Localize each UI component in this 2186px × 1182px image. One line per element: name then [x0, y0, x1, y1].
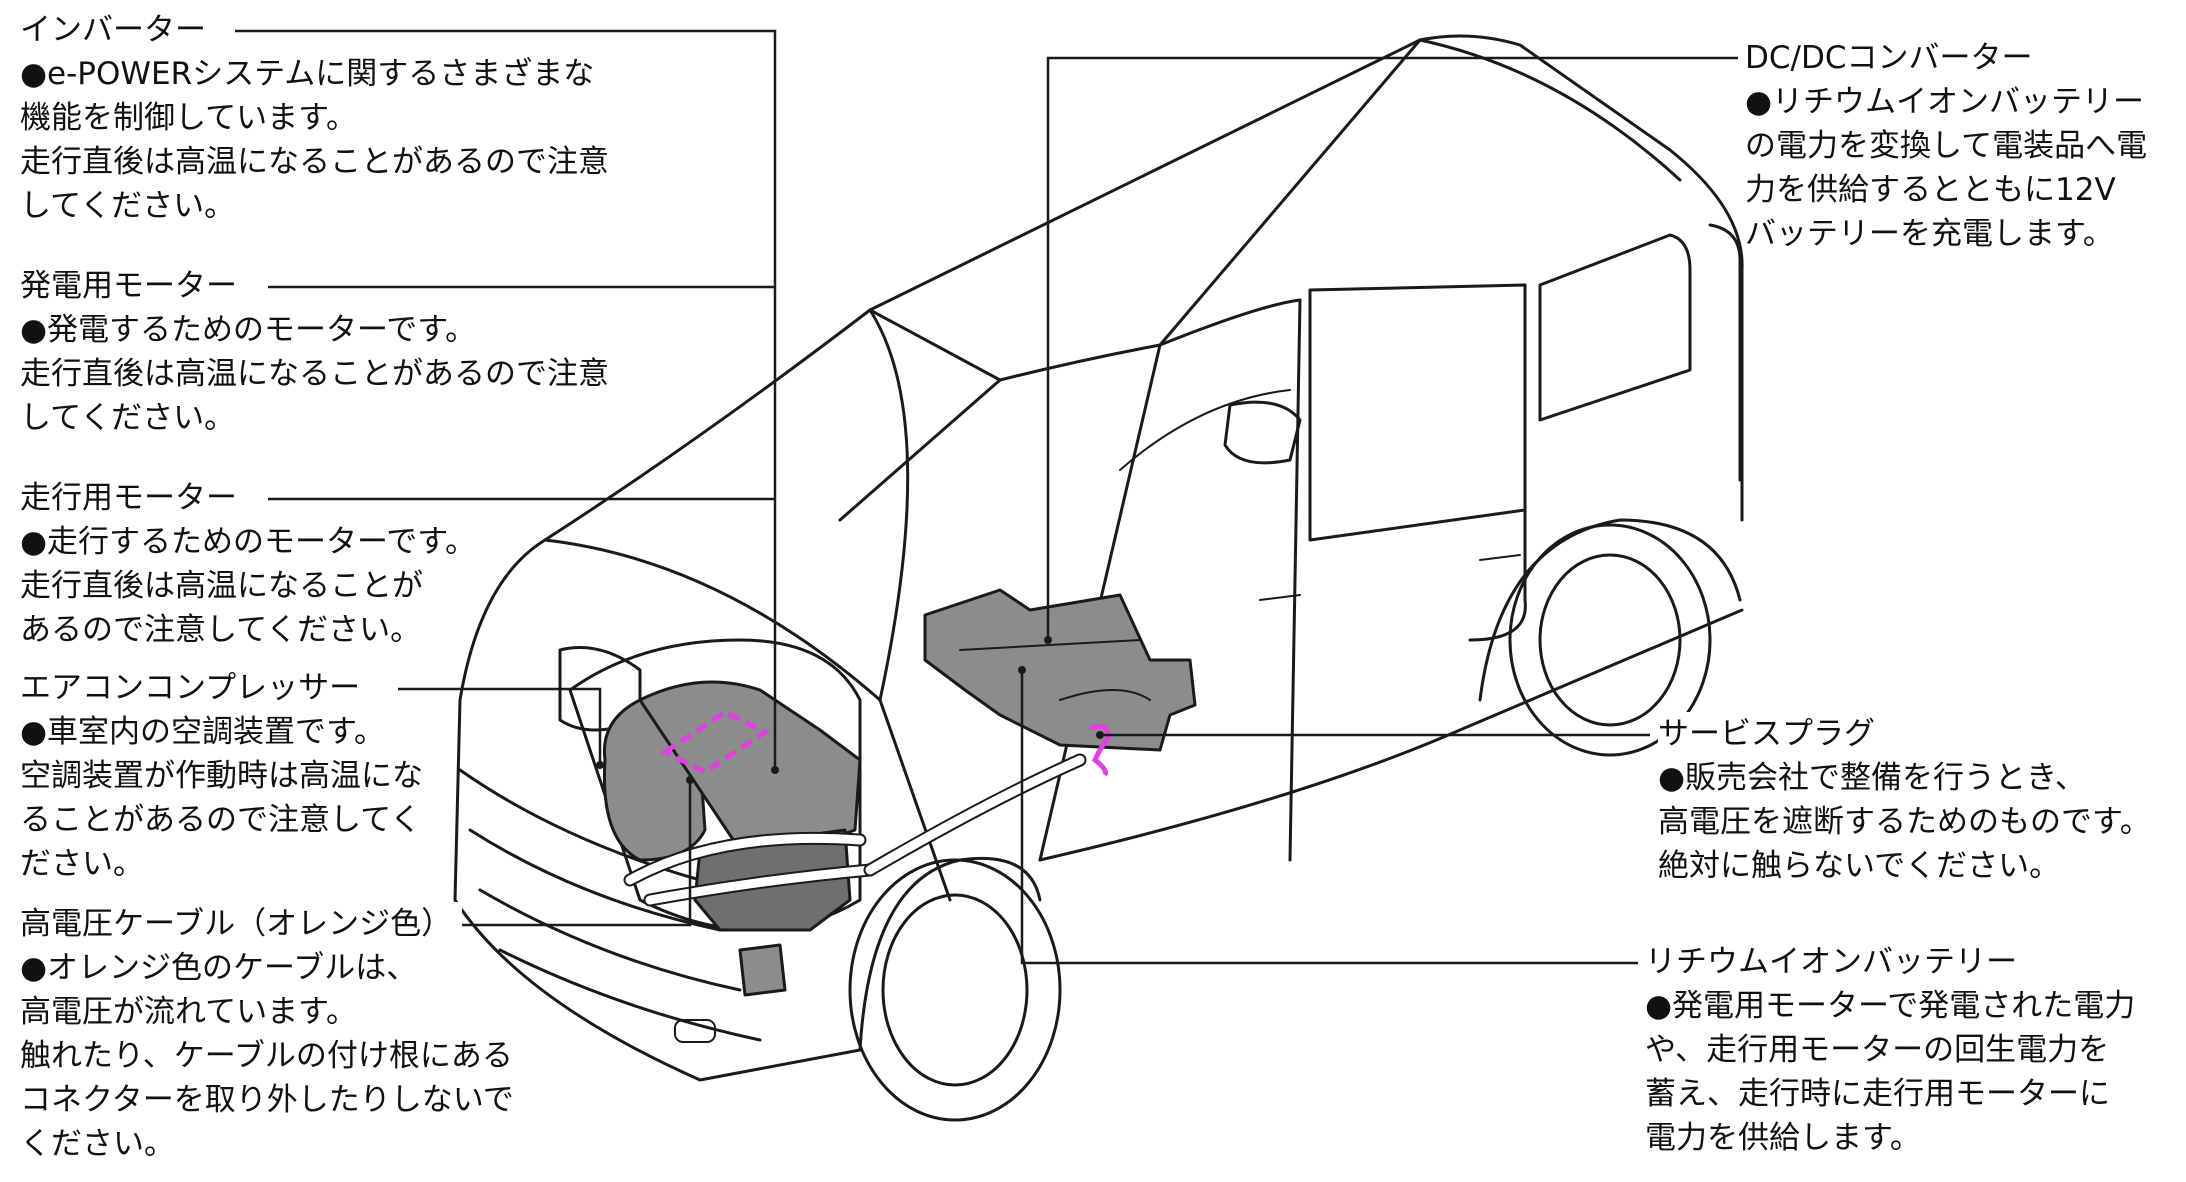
generator-motor-desc-1: ●発電するためのモーターです。 — [20, 312, 477, 348]
ac-compressor-desc-2: 空調装置が作動時は高温にな — [20, 758, 423, 794]
hv-cable-desc-1: ●オレンジ色のケーブルは、 — [20, 950, 418, 986]
inverter-callout: インバーター ●e-POWERシステムに関するさまざまな 機能を制御しています。… — [20, 8, 609, 228]
hv-cable-title: 高電圧ケーブル（オレンジ色） — [20, 902, 463, 946]
service-plug-desc-2: 高電圧を遮断するためのものです。 — [1658, 804, 2151, 840]
hv-cable-desc-2: 高電圧が流れています。 — [20, 994, 357, 1030]
ac-compressor-desc-4: ださい。 — [20, 846, 144, 882]
inverter-title: インバーター — [20, 8, 216, 52]
dcdc-converter-desc-1: ●リチウムイオンバッテリー — [1745, 84, 2145, 120]
inverter-desc-2: 機能を制御しています。 — [20, 100, 357, 136]
generator-motor-desc-2: 走行直後は高温になることがあるので注意 — [20, 356, 609, 392]
hv-cable-callout: 高電圧ケーブル（オレンジ色） ●オレンジ色のケーブルは、 高電圧が流れています。… — [20, 902, 514, 1166]
battery-desc-3: 蓄え、走行時に走行用モーターに — [1645, 1076, 2110, 1112]
battery-callout: リチウムイオンバッテリー ●発電用モーターで発電された電力 や、走行用モーターの… — [1645, 940, 2135, 1160]
inverter-desc-3: 走行直後は高温になることがあるので注意 — [20, 144, 609, 180]
service-plug-desc-3: 絶対に触らないでください。 — [1658, 848, 2061, 884]
battery-title: リチウムイオンバッテリー — [1645, 940, 2027, 984]
ac-compressor-desc-1: ●車室内の空調装置です。 — [20, 714, 385, 750]
hv-cable-desc-5: ください。 — [20, 1126, 175, 1162]
traction-motor-callout: 走行用モーター ●走行するためのモーターです。 走行直後は高温になることが ある… — [20, 476, 476, 652]
dcdc-converter-desc-3: 力を供給するとともに12V — [1745, 172, 2116, 208]
inverter-desc-4: してください。 — [20, 188, 236, 224]
generator-motor-callout: 発電用モーター ●発電するためのモーターです。 走行直後は高温になることがあるの… — [20, 264, 609, 440]
battery-desc-2: や、走行用モーターの回生電力を — [1645, 1032, 2110, 1068]
ac-compressor-desc-3: ることがあるので注意してく — [20, 802, 422, 838]
traction-motor-desc-2: 走行直後は高温になることが — [20, 568, 423, 604]
leader-lines — [235, 29, 1738, 965]
dcdc-converter-callout: DC/DCコンバーター ●リチウムイオンバッテリー の電力を変換して電装品へ電 … — [1745, 36, 2147, 256]
ac-compressor-callout: エアコンコンプレッサー ●車室内の空調装置です。 空調装置が作動時は高温にな る… — [20, 666, 423, 886]
dcdc-converter-desc-4: バッテリーを充電します。 — [1745, 216, 2114, 252]
service-plug-title: サービスプラグ — [1658, 712, 1885, 756]
service-plug-callout: サービスプラグ ●販売会社で整備を行うとき、 高電圧を遮断するためのものです。 … — [1658, 712, 2151, 888]
service-plug-desc-1: ●販売会社で整備を行うとき、 — [1658, 760, 2086, 796]
hv-cable-desc-4: コネクターを取り外したりしないで — [20, 1082, 514, 1118]
traction-motor-desc-3: あるので注意してください。 — [20, 612, 422, 648]
traction-motor-desc-1: ●走行するためのモーターです。 — [20, 524, 477, 560]
dcdc-converter-desc-2: の電力を変換して電装品へ電 — [1745, 128, 2148, 164]
vehicle-outline — [453, 34, 1744, 1122]
inverter-desc-1: ●e-POWERシステムに関するさまざまな — [20, 56, 595, 92]
lithium-ion-battery-shape — [923, 588, 1197, 752]
hv-cable-desc-3: 触れたり、ケーブルの付け根にある — [20, 1038, 513, 1074]
generator-motor-title: 発電用モーター — [20, 264, 247, 308]
traction-motor-title: 走行用モーター — [20, 476, 247, 520]
dcdc-converter-title: DC/DCコンバーター — [1745, 36, 2043, 80]
generator-motor-desc-3: してください。 — [20, 400, 236, 436]
battery-desc-1: ●発電用モーターで発電された電力 — [1645, 988, 2136, 1024]
engine-bay-components — [602, 680, 1111, 997]
ac-compressor-title: エアコンコンプレッサー — [20, 666, 371, 710]
battery-desc-4: 電力を供給します。 — [1645, 1120, 1921, 1156]
